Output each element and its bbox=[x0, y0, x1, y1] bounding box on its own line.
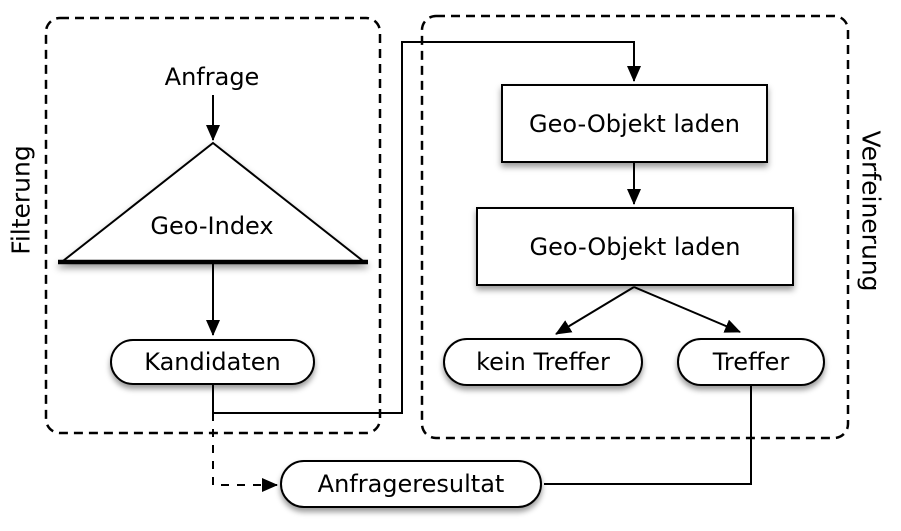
filterung-region-label: Filterung bbox=[6, 145, 36, 255]
verfeinerung-region-border bbox=[420, 14, 850, 440]
edge-kandidaten-to-load1 bbox=[212, 41, 641, 414]
geo-objekt-laden-box-1: Geo-Objekt laden bbox=[501, 84, 768, 163]
edge-load2-to-keintreffer bbox=[555, 286, 635, 335]
kandidaten-node: Kandidaten bbox=[110, 339, 315, 385]
geo-index-triangle bbox=[58, 141, 368, 265]
edge-treffer-to-anfrageresultat bbox=[544, 386, 752, 485]
edge-kandidaten-to-anfrageresultat bbox=[212, 413, 278, 492]
geo-index-label: Geo-Index bbox=[150, 212, 274, 240]
edge-load2-to-treffer bbox=[633, 286, 741, 333]
geo-objekt-laden-box-2: Geo-Objekt laden bbox=[476, 207, 794, 286]
treffer-node: Treffer bbox=[677, 338, 825, 386]
anfrage-label: Anfrage bbox=[164, 63, 260, 91]
kein-treffer-node: kein Treffer bbox=[443, 338, 643, 386]
anfrageresultat-node: Anfrageresultat bbox=[280, 460, 542, 508]
verfeinerung-region-label: Verfeinerung bbox=[856, 130, 886, 292]
